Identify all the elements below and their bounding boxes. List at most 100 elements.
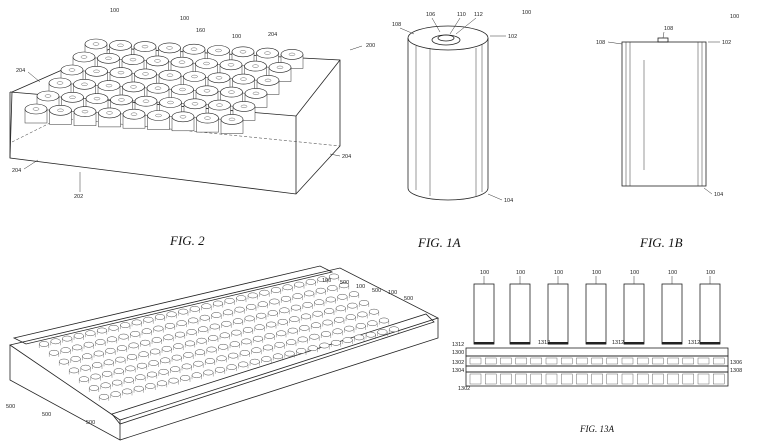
tray-cell	[189, 306, 200, 313]
tray-cell	[83, 341, 94, 349]
tray-cell	[304, 290, 315, 298]
fig1b-ref: 104	[714, 192, 723, 198]
tray-cell	[128, 342, 139, 350]
fig2-cell	[220, 114, 244, 134]
fig13a-upper-slot	[667, 357, 679, 365]
tray-cell	[289, 316, 300, 324]
tray-cell	[180, 375, 191, 382]
tray-cell	[156, 380, 168, 388]
fig1a-ref: 110	[457, 12, 466, 18]
fig13a-cell: 100	[547, 270, 569, 345]
tray-cell	[259, 289, 270, 297]
fig13a-upper-slot	[545, 357, 558, 365]
tray-cell	[296, 348, 307, 355]
tray-cell	[307, 345, 318, 353]
fig2-ref: 100	[232, 34, 241, 40]
tray-cell	[236, 295, 247, 303]
fig13a-cell-ref: 100	[516, 270, 525, 276]
tray-cell	[231, 329, 242, 337]
tray-cell	[130, 331, 141, 338]
tray-cell	[103, 359, 114, 367]
tray-cell	[257, 301, 268, 309]
tray-cell	[337, 293, 348, 301]
fig13a-cell: 100	[509, 270, 531, 345]
tray-cell	[184, 340, 196, 348]
tray-cell	[115, 356, 126, 364]
tray-cell	[284, 350, 295, 358]
tray-cell	[267, 310, 278, 317]
fig1b-ref: 102	[722, 40, 731, 46]
fig2-ref: 204	[268, 32, 277, 38]
tray-cell	[239, 350, 250, 357]
tray-cell	[266, 321, 277, 329]
tray-cell	[335, 305, 346, 313]
fig13a-cell-ref: 100	[480, 270, 489, 276]
tray-cell	[287, 327, 298, 335]
fig2-caption: FIG. 2	[169, 233, 205, 248]
fig2-battery-box: 100 100 160 100 204 200 204 204 204 202 …	[9, 8, 375, 248]
tray-cell	[160, 357, 171, 365]
tray-cell	[201, 303, 212, 311]
tray-cell	[244, 315, 255, 323]
tray-cell	[305, 279, 316, 286]
tray-cell	[163, 334, 174, 342]
fig2-ref: 202	[74, 194, 83, 200]
fig2-cell	[24, 103, 48, 124]
tray-cell	[209, 323, 220, 331]
tray-cell	[96, 327, 108, 335]
tray-cell	[166, 311, 177, 319]
tray-cell	[151, 337, 162, 344]
tray-cell	[327, 285, 338, 292]
tray-cell	[143, 316, 154, 324]
tray-cell	[290, 304, 302, 312]
tray-cell	[176, 320, 187, 328]
fig13a-upper-slot	[637, 357, 649, 365]
tray-cell	[122, 388, 133, 396]
tray-cell	[277, 318, 288, 326]
tray-cell	[170, 366, 181, 374]
fig2-cell	[195, 85, 219, 106]
tray-cell	[247, 292, 258, 300]
tray-cell	[58, 358, 70, 366]
tray-cell	[188, 317, 199, 325]
tray-cell	[242, 327, 254, 334]
fig13a-lower-slot	[530, 373, 542, 385]
fig1a-ref: 106	[426, 12, 435, 18]
fig13a-lower-slot	[713, 373, 725, 385]
tray-cell	[146, 371, 158, 379]
tray-cell	[264, 333, 275, 340]
tray-cell	[78, 376, 90, 384]
tray-cell	[222, 309, 234, 317]
tray-cell	[85, 330, 96, 338]
tray-cell	[269, 298, 280, 306]
fig13a-upper-slot	[469, 357, 482, 365]
tray-cell	[133, 385, 144, 393]
tray-cell	[262, 344, 274, 352]
fig1a-cylindrical-cell: 108 106 110 112 100 102 104 FIG. 1A	[392, 10, 531, 250]
fig13a-cell: 100	[661, 270, 683, 345]
tray-cell	[198, 326, 209, 334]
tray-cell	[216, 355, 227, 363]
tray-cell	[252, 335, 264, 343]
tray-cell	[206, 346, 217, 354]
tray-cell	[309, 333, 320, 341]
tray-cell	[342, 337, 353, 345]
fig2-cell-array	[24, 38, 304, 134]
tray-cell	[325, 296, 336, 304]
tray-cell	[344, 325, 355, 333]
tray-cell	[98, 393, 110, 401]
tray-cell	[181, 363, 192, 371]
tray-cell	[228, 352, 239, 360]
tray-cell	[315, 287, 326, 295]
tray-cell	[319, 342, 330, 350]
tray-ref: 500	[340, 280, 349, 286]
fig13a-upper-slot	[576, 357, 588, 365]
tray-cell	[116, 345, 128, 353]
tray-cell-array	[38, 273, 400, 401]
tray-cell	[270, 287, 282, 294]
fig13a-lower-slot	[591, 373, 603, 385]
fig1b-caption: FIG. 1B	[639, 235, 683, 250]
tray-cell	[282, 284, 293, 292]
fig1b-cell-side-view: 108 108 100 102 104 FIG. 1B	[596, 14, 739, 250]
